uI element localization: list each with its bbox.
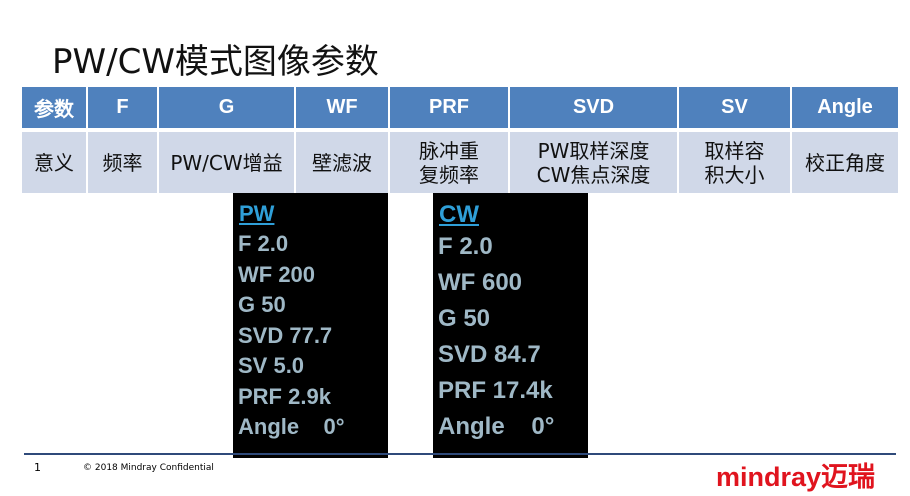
panel-line: F 2.0	[438, 233, 493, 260]
panel-line: Angle 0°	[438, 413, 555, 440]
footer-divider	[24, 453, 896, 455]
pw-parameter-panel: PW F 2.0 WF 200 G 50 SVD 77.7 SV 5.0 PRF…	[233, 193, 388, 458]
body-cell: 意义	[22, 132, 86, 193]
body-cell: PW取样深度 CW焦点深度	[510, 132, 677, 193]
panel-line: Angle 0°	[238, 414, 345, 439]
panel-line: F 2.0	[238, 231, 289, 256]
page-number: 1	[34, 461, 41, 474]
panel-line: G 50	[238, 292, 286, 317]
panel-line: PRF 2.9k	[238, 383, 331, 409]
panel-line: SV 5.0	[238, 353, 305, 378]
panel-line: SVD 84.7	[438, 341, 541, 368]
body-cell: 取样容 积大小	[679, 132, 790, 193]
body-cell: PW/CW增益	[159, 132, 294, 193]
panel-line: WF 600	[438, 269, 523, 296]
panel-line: WF 200	[238, 261, 316, 287]
body-cell: 频率	[88, 132, 157, 193]
slide-title: PW/CW模式图像参数	[52, 42, 379, 82]
header-cell: SVD	[510, 87, 677, 128]
panel-line: PRF 17.4k	[438, 377, 553, 404]
header-cell: 参数	[22, 87, 86, 128]
parameter-table: 参数 F G WF PRF SVD SV Angle 意义 频率 PW/CW增益…	[20, 87, 900, 193]
header-cell: PRF	[390, 87, 508, 128]
copyright: © 2018 Mindray Confidential	[83, 463, 214, 473]
mindray-logo: mindray迈瑞	[716, 462, 876, 492]
header-cell: Angle	[792, 87, 898, 128]
cw-parameter-panel: CW F 2.0 WF 600 G 50 SVD 84.7 PRF 17.4k …	[433, 193, 588, 458]
panel-title: CW	[439, 201, 479, 228]
panel-title: PW	[239, 201, 275, 226]
header-cell: WF	[296, 87, 388, 128]
body-cell: 壁滤波	[296, 132, 388, 193]
body-cell: 脉冲重 复频率	[390, 132, 508, 193]
header-cell: SV	[679, 87, 790, 128]
header-cell: F	[88, 87, 157, 128]
panel-line: G 50	[438, 305, 491, 332]
header-cell: G	[159, 87, 294, 128]
panel-line: SVD 77.7	[238, 322, 333, 348]
body-cell: 校正角度	[792, 132, 898, 193]
